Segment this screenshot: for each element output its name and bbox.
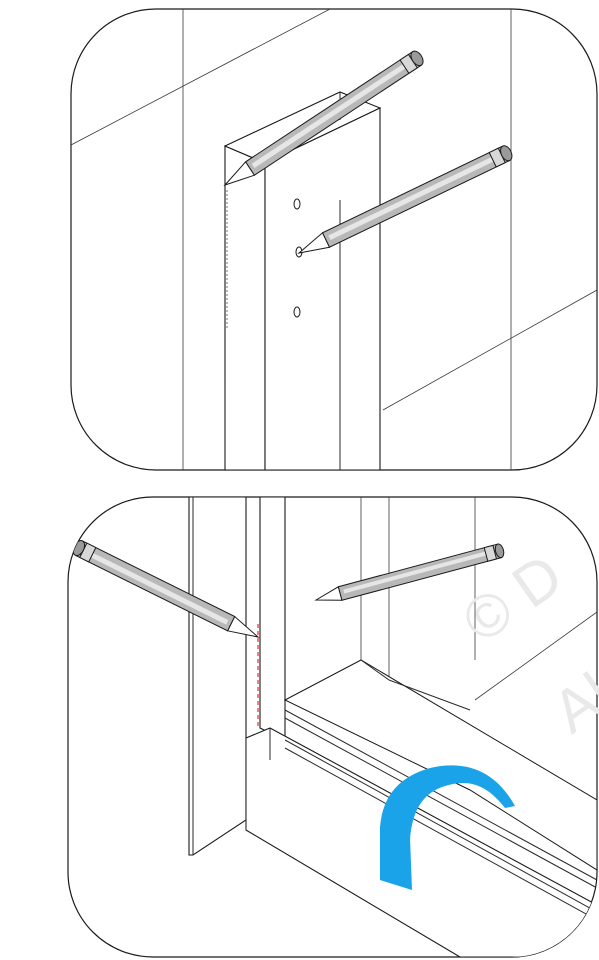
curved-arrow-icon xyxy=(380,765,515,890)
wall-lines xyxy=(71,9,597,470)
door-sill xyxy=(245,659,597,957)
pencil-icon xyxy=(297,145,513,254)
wall-lines xyxy=(360,497,597,701)
step-2-panel xyxy=(67,496,598,958)
pencil-icon xyxy=(72,540,260,638)
pencil-icon xyxy=(314,543,505,601)
pencil-icon xyxy=(223,50,424,187)
door-frame-jamb xyxy=(257,497,286,741)
door-frame-post xyxy=(223,91,382,470)
step-1-panel xyxy=(70,8,598,471)
door-panel xyxy=(188,497,247,856)
